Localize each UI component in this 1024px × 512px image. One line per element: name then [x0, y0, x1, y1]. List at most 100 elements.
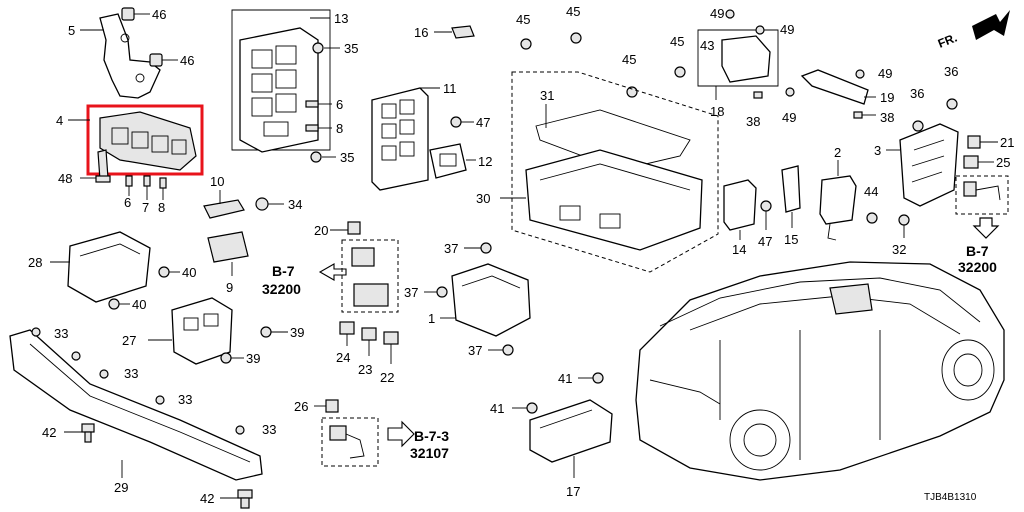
part-43-module	[721, 35, 771, 83]
part-7-clip	[143, 175, 151, 187]
part-11-relay-box	[371, 87, 429, 191]
bolt-47-a	[450, 116, 462, 128]
label-43: 43	[700, 38, 714, 53]
label-13: 13	[334, 11, 348, 26]
label-21: 21	[1000, 135, 1014, 150]
label-19: 19	[880, 90, 894, 105]
part-29-bracket	[9, 329, 263, 481]
label-15: 15	[784, 232, 798, 247]
nut-36-b	[912, 120, 924, 132]
part-15-bracket	[781, 165, 801, 213]
label-45-b: 45	[566, 4, 580, 19]
label-6-b: 6	[336, 97, 343, 112]
bolt-48	[95, 149, 111, 183]
part-26-relay	[325, 399, 339, 413]
nut-40-b	[108, 298, 120, 310]
nut-41-a	[592, 372, 604, 384]
ref-code-32107: 32107	[410, 445, 449, 461]
ref-code-32200-left: 32200	[262, 281, 301, 297]
label-22: 22	[380, 370, 394, 385]
ref-section-b7-right: B-7	[966, 243, 989, 259]
nut-32	[898, 214, 910, 226]
label-33-a: 33	[54, 326, 68, 341]
part-16-clip	[451, 25, 475, 39]
label-41-a: 41	[558, 371, 572, 386]
label-20: 20	[314, 223, 328, 238]
nut-41-b	[526, 402, 538, 414]
bolt-34	[255, 197, 269, 211]
label-42-a: 42	[42, 425, 56, 440]
label-10: 10	[210, 174, 224, 189]
connector-harness-bottom	[329, 425, 365, 459]
part-10-relay	[203, 199, 245, 219]
label-47-b: 47	[758, 234, 772, 249]
screw-49-c	[785, 87, 795, 97]
bolt-47-b	[760, 200, 772, 212]
label-24: 24	[336, 350, 350, 365]
ref-code-32200-right: 32200	[958, 259, 997, 275]
part-2-module	[819, 175, 857, 241]
label-46-a: 46	[152, 7, 166, 22]
label-41-b: 41	[490, 401, 504, 416]
part-4-control-unit	[99, 111, 197, 171]
label-31: 31	[540, 88, 554, 103]
label-32: 32	[892, 242, 906, 257]
label-45-d: 45	[670, 34, 684, 49]
part-21-relay	[967, 135, 981, 149]
screw-49-b	[755, 25, 765, 35]
label-33-b: 33	[124, 366, 138, 381]
screw-33-e	[71, 351, 81, 361]
nut-35-a	[312, 42, 324, 54]
part-22-relay	[383, 331, 399, 345]
label-3: 3	[874, 143, 881, 158]
screw-45-b	[570, 32, 582, 44]
part-12-bracket	[429, 143, 467, 179]
label-33-d: 33	[262, 422, 276, 437]
arrow-down-icon	[972, 217, 1000, 239]
label-28: 28	[28, 255, 42, 270]
drawing-code: TJB4B1310	[924, 492, 977, 503]
label-6-a: 6	[124, 195, 131, 210]
label-37-b: 37	[404, 285, 418, 300]
label-30: 30	[476, 191, 490, 206]
nut-39-a	[260, 326, 272, 338]
part-30-battery-tray	[525, 149, 703, 251]
ref-section-b7-left: B-7	[272, 263, 295, 279]
part-17-module	[529, 399, 613, 463]
label-42-b: 42	[200, 491, 214, 506]
screw-45-a	[520, 38, 532, 50]
label-33-c: 33	[178, 392, 192, 407]
label-35-b: 35	[340, 150, 354, 165]
screw-33-d	[235, 425, 245, 435]
label-37-c: 37	[468, 343, 482, 358]
front-direction-arrow	[972, 10, 1010, 40]
part-24-relay	[339, 321, 355, 335]
nut-35-b	[310, 151, 322, 163]
label-47-a: 47	[476, 115, 490, 130]
highlight-frame	[86, 104, 204, 176]
screw-49-d	[855, 69, 865, 79]
part-6-fuse	[305, 100, 319, 108]
label-35-a: 35	[344, 41, 358, 56]
label-49-b: 49	[780, 22, 794, 37]
nut-39-b	[220, 352, 232, 364]
part-23-relay	[361, 327, 377, 341]
part-25-relay	[963, 155, 979, 169]
part-27-module	[171, 297, 233, 365]
label-48: 48	[58, 171, 72, 186]
part-6-clip	[125, 175, 133, 187]
connector-harness-right	[963, 181, 1001, 201]
screw-45-c	[626, 86, 638, 98]
screw-49-a	[725, 9, 735, 19]
label-38-a: 38	[746, 114, 760, 129]
part-31-seal	[535, 109, 691, 171]
clip-38-b	[853, 111, 863, 119]
label-1: 1	[428, 311, 435, 326]
bolt-46-a	[121, 7, 135, 21]
label-4: 4	[56, 113, 63, 128]
label-29: 29	[114, 480, 128, 495]
label-44: 44	[864, 184, 878, 199]
label-26: 26	[294, 399, 308, 414]
part-14-module	[723, 179, 757, 231]
